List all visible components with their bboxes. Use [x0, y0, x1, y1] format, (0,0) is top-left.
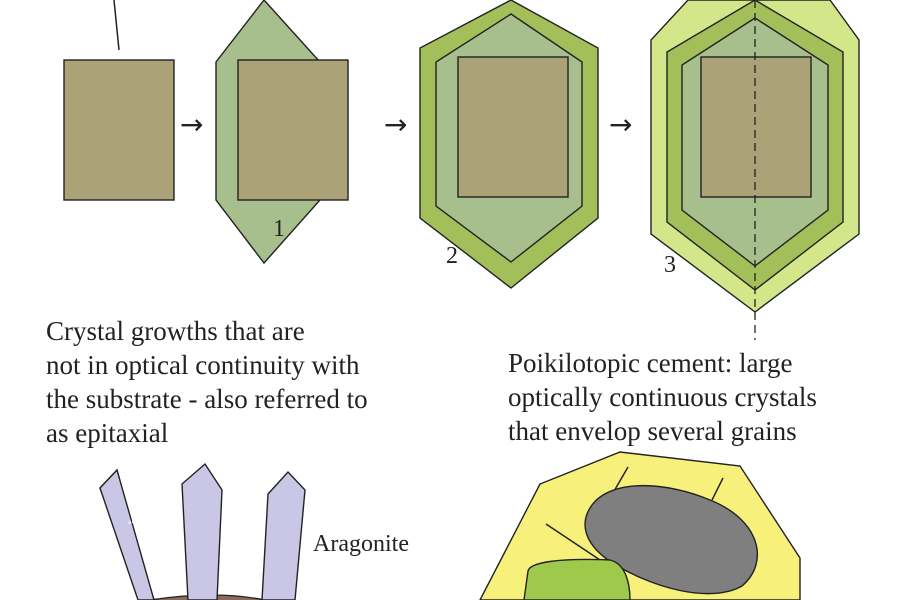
grey-grain	[584, 484, 758, 595]
stage-3-overgrowth: 3	[650, 0, 860, 340]
stage-1-overgrowth: 1	[215, 0, 349, 265]
caption-line: optically continuous crystals	[508, 382, 817, 412]
cleavage-line	[545, 523, 601, 561]
aragonite-label: Aragonite	[313, 531, 409, 557]
arrow-2: →	[384, 108, 407, 141]
detrital-grain	[700, 56, 812, 198]
caption-line: Crystal growths that are	[46, 316, 305, 346]
aragonite-crystal-right	[261, 470, 306, 600]
caption-poikilotopic: Poikilotopic cement: large optically con…	[508, 346, 817, 448]
caption-line: as epitaxial	[46, 418, 169, 448]
stage-label-2: 2	[446, 243, 458, 269]
detrital-grain	[63, 59, 175, 201]
green-grain	[523, 558, 631, 600]
cleavage-line	[711, 477, 724, 501]
caption-epitaxial: Crystal growths that are not in optical …	[46, 314, 368, 450]
crystal-tag: a4	[128, 519, 136, 526]
detrital-grain	[457, 56, 569, 198]
stage-label-1: 1	[273, 216, 285, 242]
stage-0-grain	[63, 0, 175, 201]
detrital-grain	[237, 59, 349, 201]
stage-label-3: 3	[664, 252, 676, 278]
caption-line: that envelop several grains	[508, 416, 797, 446]
poikilotopic-cement	[479, 451, 801, 600]
arrow-3: →	[609, 108, 632, 141]
aragonite-crystals: a4	[99, 462, 306, 600]
caption-line: not in optical continuity with	[46, 350, 360, 380]
caption-line: the substrate - also referred to	[46, 384, 368, 414]
stage-2-overgrowth: 2	[419, 0, 599, 289]
caption-line: Poikilotopic cement: large	[508, 348, 793, 378]
leader-line	[113, 0, 120, 51]
aragonite-crystal-left-body	[99, 468, 155, 600]
arrow-1: →	[180, 108, 203, 141]
aragonite-crystal-middle	[181, 462, 223, 600]
